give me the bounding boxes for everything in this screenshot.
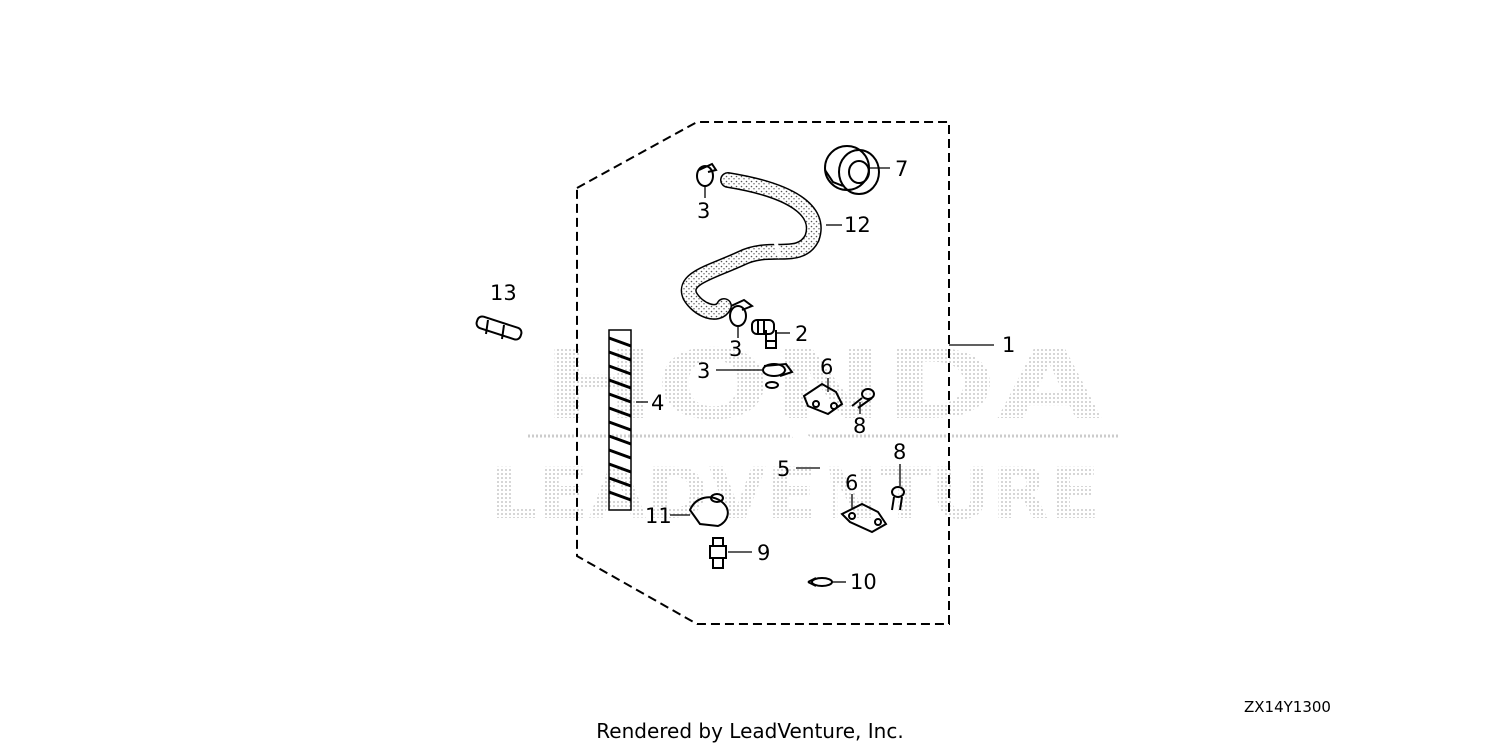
callout-3-mid: 3 xyxy=(729,337,742,361)
callout-1: 1 xyxy=(1002,333,1015,357)
callout-9: 9 xyxy=(757,541,770,565)
callout-6-upper: 6 xyxy=(820,355,833,379)
callout-10: 10 xyxy=(850,570,877,594)
callout-4: 4 xyxy=(651,391,664,415)
leader-lines xyxy=(636,167,994,583)
callout-3-top: 3 xyxy=(697,199,710,223)
part-10-clip[interactable] xyxy=(807,577,833,587)
part-13-joint[interactable] xyxy=(475,315,523,341)
callout-2: 2 xyxy=(795,322,808,346)
part-9-fitting[interactable] xyxy=(709,537,727,569)
part-2-elbow[interactable] xyxy=(751,319,777,349)
callout-11: 11 xyxy=(645,504,672,528)
assembly-boundary xyxy=(576,121,950,625)
part-5-tube[interactable] xyxy=(765,380,831,575)
part-12-hose[interactable] xyxy=(680,172,822,320)
callouts: 1 2 3 3 3 4 5 6 6 7 8 8 9 10 11 12 13 xyxy=(490,157,1015,594)
footer-credit: Rendered by LeadVenture, Inc. xyxy=(596,719,903,743)
part-4-spiral[interactable] xyxy=(608,329,632,511)
watermark-leadventure: LEADVENTURE xyxy=(490,453,1100,535)
part-3-clip-top[interactable] xyxy=(696,162,718,187)
part-3-clip-low[interactable] xyxy=(762,362,794,377)
callout-7: 7 xyxy=(895,157,908,181)
watermark: HONDA LEADVENTURE xyxy=(490,329,1120,535)
part-6-bracket-upper[interactable] xyxy=(802,382,844,416)
part-6-bracket-lower[interactable] xyxy=(840,502,888,534)
callout-8-lower: 8 xyxy=(893,440,906,464)
callout-6-lower: 6 xyxy=(845,471,858,495)
diagram-code: ZX14Y1300 xyxy=(1244,698,1331,716)
callout-13: 13 xyxy=(490,281,517,305)
callout-12: 12 xyxy=(844,213,871,237)
callout-3-low: 3 xyxy=(697,359,710,383)
part-7-grommet[interactable] xyxy=(824,145,880,195)
part-11-clamp[interactable] xyxy=(688,493,729,528)
part-3-clip-mid[interactable] xyxy=(729,298,755,327)
part-8-bolt-lower[interactable] xyxy=(891,486,905,511)
callout-8-upper: 8 xyxy=(853,414,866,438)
callout-5: 5 xyxy=(777,457,790,481)
